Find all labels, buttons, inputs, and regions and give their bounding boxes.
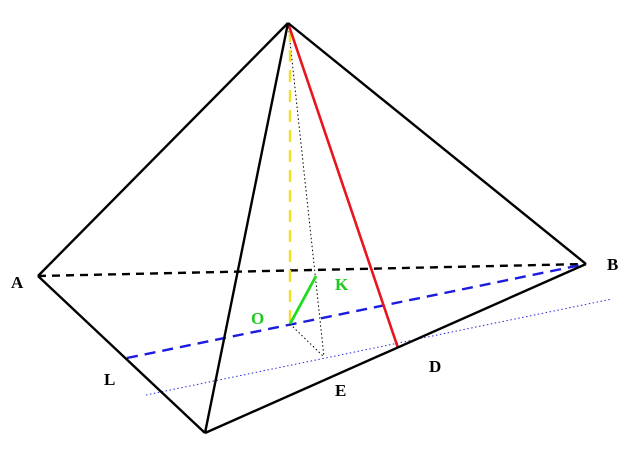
edge-apex-a — [37, 22, 289, 277]
edge-a-c — [37, 275, 206, 434]
label-e: E — [335, 381, 346, 400]
apothem-apex-d — [286, 22, 400, 349]
edge-apex-c — [203, 22, 290, 434]
segment-o-k — [288, 275, 318, 325]
edge-c-b — [204, 262, 587, 435]
edge-a-b-hidden — [37, 262, 587, 278]
label-a: A — [11, 273, 24, 292]
label-o: O — [251, 309, 264, 328]
edge-apex-b — [287, 22, 587, 265]
label-b: B — [607, 255, 618, 274]
segment-l-b — [126, 262, 587, 360]
label-k: K — [335, 275, 349, 294]
label-d: D — [429, 357, 441, 376]
line-through-e-d — [145, 298, 613, 396]
segment-o-e — [289, 323, 325, 358]
label-l: L — [104, 370, 115, 389]
